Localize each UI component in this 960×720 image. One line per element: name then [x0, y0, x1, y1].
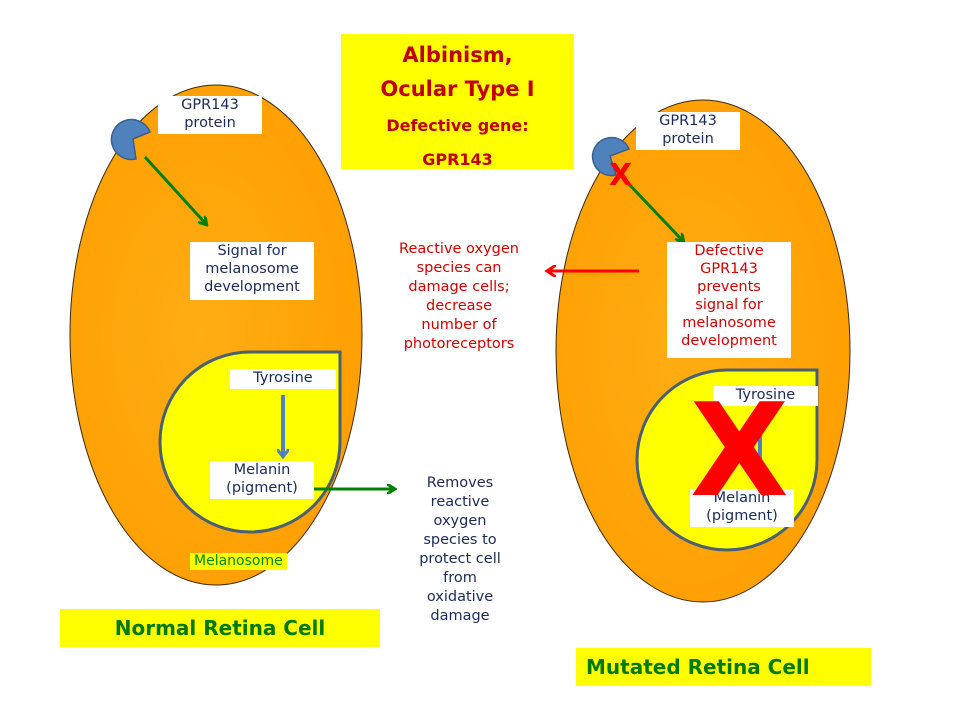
mutated-protein-label: GPR143 protein	[636, 112, 740, 150]
subtitle-line-2: GPR143	[422, 150, 493, 169]
title-line-1: Albinism,	[402, 43, 513, 67]
mutated-cell-caption: Mutated Retina Cell	[576, 648, 871, 686]
mutated-melanin-label: Melanin (pigment)	[690, 489, 794, 527]
ros-damage-annotation: Reactive oxygen species can damage cells…	[399, 241, 519, 352]
large-red-x-icon: X	[690, 377, 789, 526]
melanosome-label: Melanosome	[190, 553, 287, 570]
green-arrow-icon	[623, 178, 683, 241]
defect-label: Defective GPR143 prevents signal for mel…	[667, 242, 791, 358]
gpr143-protein-icon	[591, 136, 631, 177]
normal-signal-label: Signal for melanosome development	[190, 242, 314, 300]
title-box: Albinism, Ocular Type I Defective gene: …	[341, 34, 574, 169]
normal-protein-label: GPR143 protein	[158, 96, 262, 134]
ros-removal-annotation: Removes reactive oxygen species to prote…	[419, 475, 501, 624]
mutated-tyrosine-label: Tyrosine	[713, 386, 818, 406]
subtitle-line-1: Defective gene:	[386, 116, 529, 135]
normal-tyrosine-label: Tyrosine	[230, 369, 336, 389]
normal-cell-caption: Normal Retina Cell	[60, 609, 380, 647]
normal-melanin-label: Melanin (pigment)	[210, 461, 314, 499]
red-x-icon: X	[609, 158, 633, 193]
gpr143-protein-icon	[110, 118, 151, 161]
green-arrow-icon	[143, 155, 206, 224]
title-line-2: Ocular Type I	[380, 77, 535, 101]
